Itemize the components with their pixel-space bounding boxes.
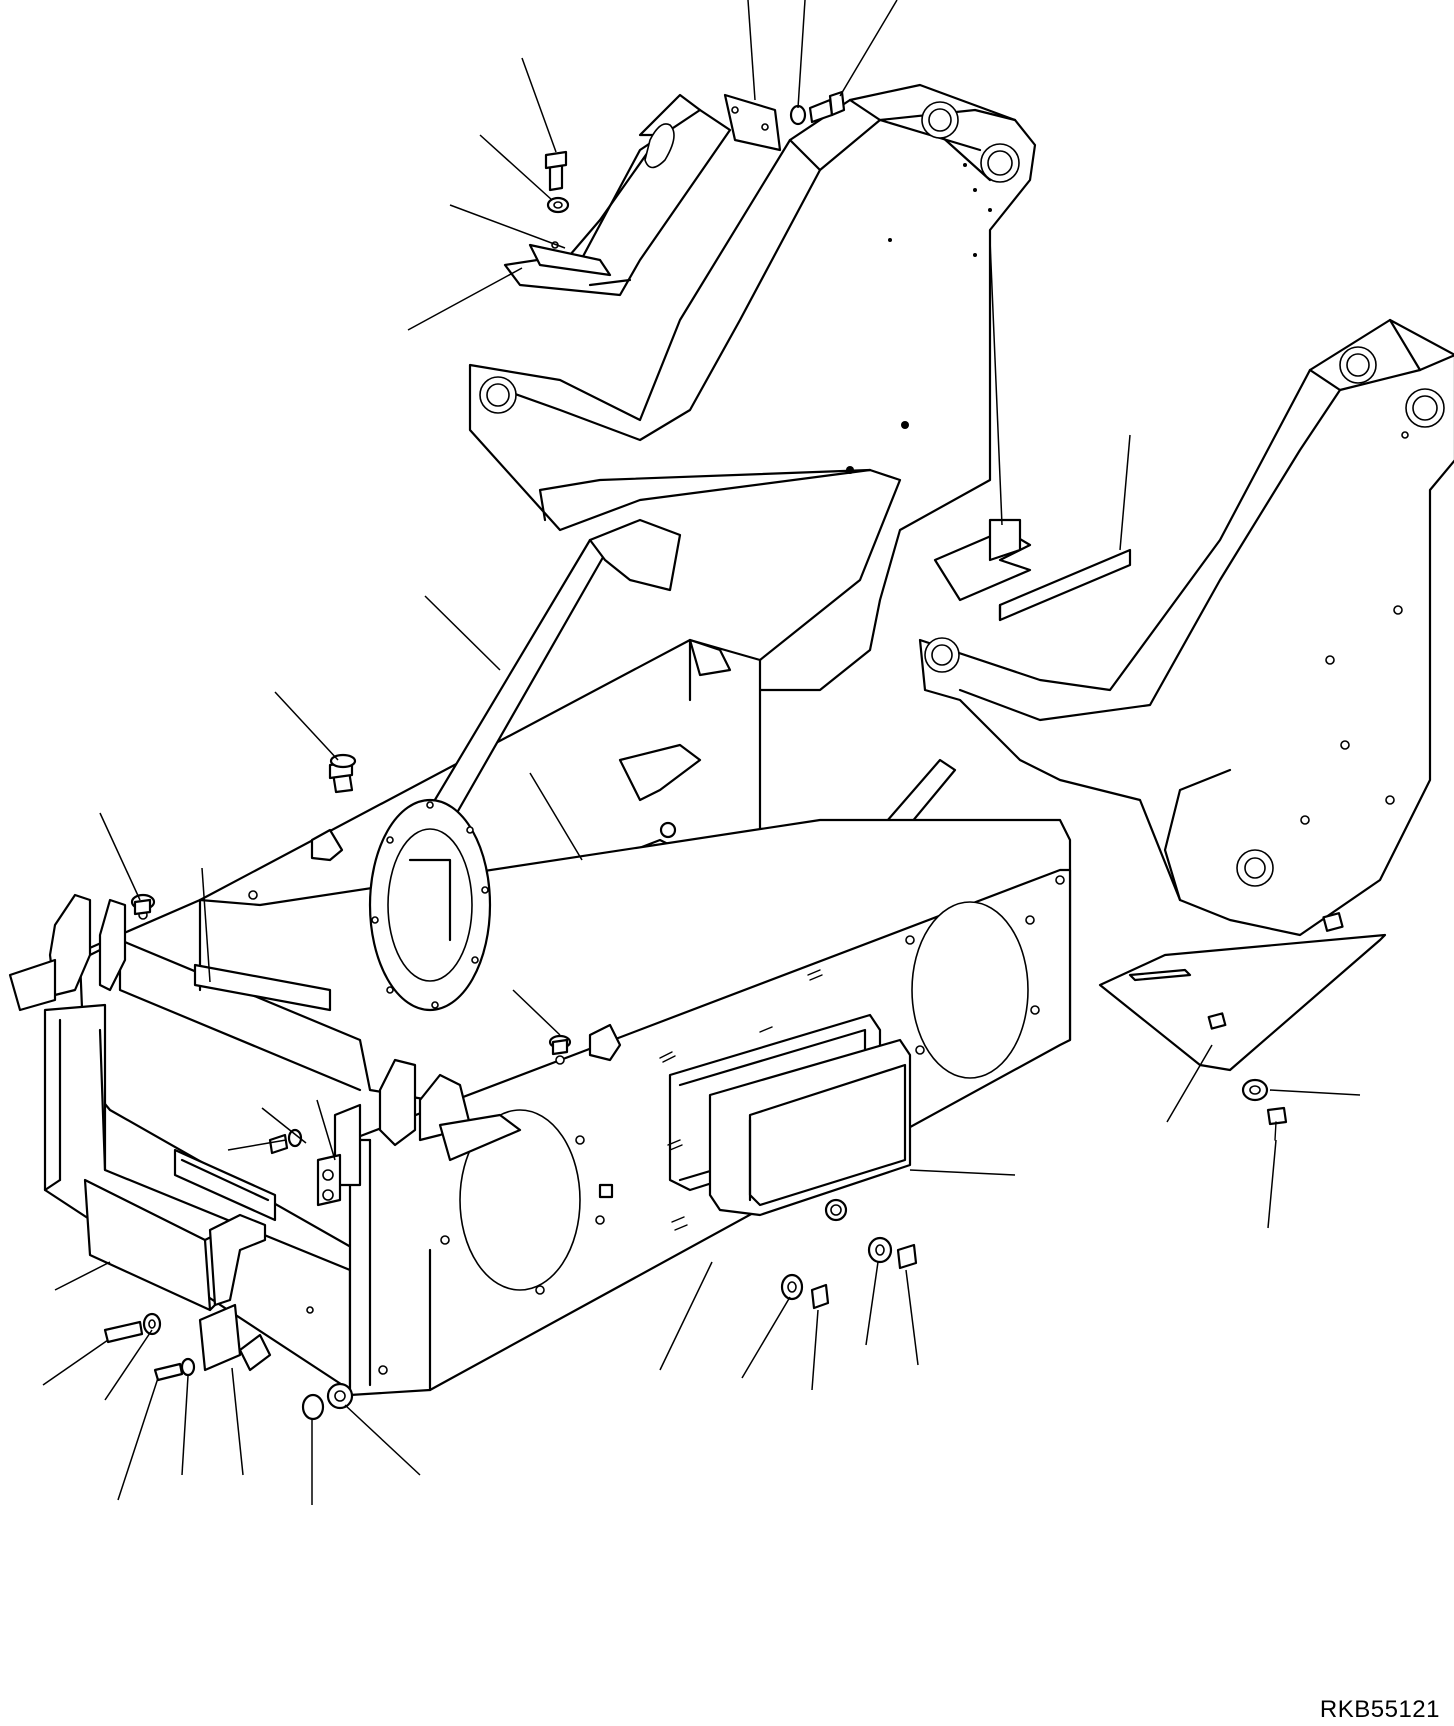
leader-lines (43, 0, 1360, 1505)
slewing-ring (370, 800, 490, 1010)
drawing-reference-code: RKB55121 (1319, 1696, 1440, 1723)
top-fasteners (132, 92, 844, 1054)
upper-cross-strips (935, 520, 1130, 620)
inspection-cover-assembly (660, 970, 910, 1230)
left-boom-tower (470, 85, 1035, 690)
front-left-bosses (318, 1060, 520, 1205)
right-boom-tower (920, 320, 1454, 935)
right-floor-plate (1100, 913, 1385, 1070)
left-lower-small-parts (85, 1130, 387, 1419)
right-lower-fasteners (782, 1080, 1286, 1308)
upper-link-bracket (505, 95, 780, 295)
